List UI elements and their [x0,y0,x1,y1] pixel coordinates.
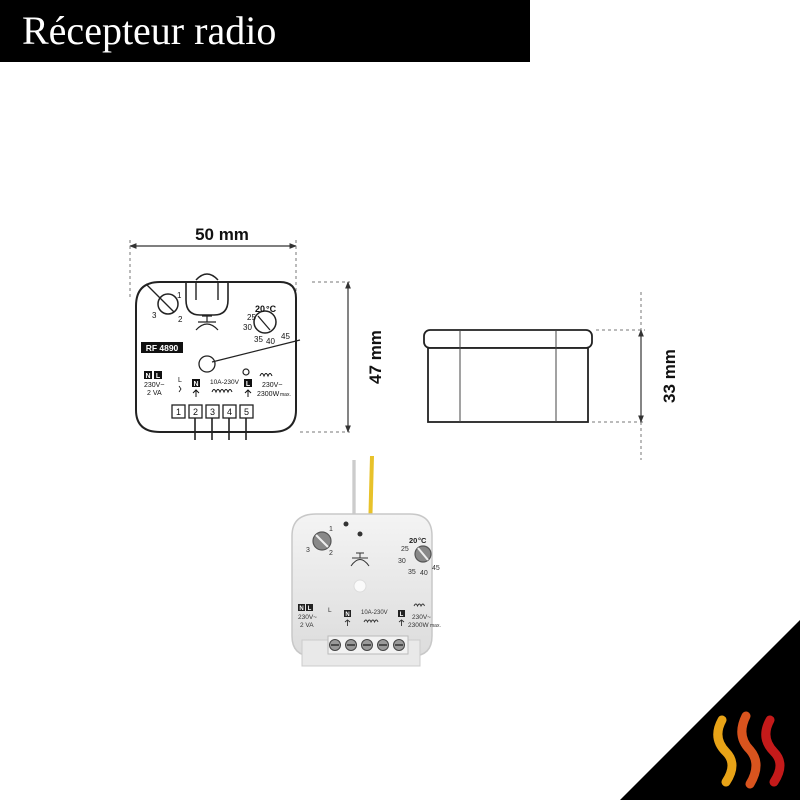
selector-value: 2 [178,315,183,324]
supply-l-label: L [308,606,312,612]
svg-text:L: L [328,607,332,614]
terminal-number: 1 [176,407,181,417]
neutral-label: N [193,381,198,388]
temp-value: 40 [266,337,275,346]
supply-l-label: L [156,373,161,380]
height-label: 47 mm [366,330,385,384]
selector-value: 3 [152,311,157,320]
top-view-drawing: 50 mm 1 2 3 20 °C 25 30 35 40 45 RF 4890… [129,225,385,440]
channel-selector-icon [157,293,179,315]
model-label-box [141,342,183,353]
temp-value: 20 [409,536,417,545]
terminal-number: 5 [244,407,249,417]
temp-unit: °C [266,304,277,314]
temp-value: 35 [408,569,416,576]
selector-value: 2 [329,550,333,557]
temp-value: 25 [247,313,256,322]
relay-rating: 10A-230V [361,610,388,616]
load-label: L [400,612,404,618]
pushbutton-icon [195,315,219,331]
load-max: max. [430,623,441,629]
temp-unit: °C [418,536,427,545]
led-indicator [198,355,216,373]
relay-rating: 10A-230V [210,379,240,386]
terminal-block: 1 2 3 4 5 [171,404,254,419]
temp-value: 35 [254,335,263,344]
temp-value: 25 [401,546,409,553]
depth-label: 33 mm [660,349,679,403]
supply-voltage: 230V~ [298,614,317,621]
temp-value: 45 [432,565,440,572]
corner-logo [620,620,800,800]
corner-triangle [620,620,800,800]
temp-value: 20 [255,304,265,314]
temp-value: 30 [398,558,406,565]
flame-icon [713,711,785,789]
terminal-number: 3 [210,407,215,417]
selector-value: 1 [329,526,333,533]
title-banner: Récepteur radio [0,0,530,62]
supply-power: 2 VA [147,390,162,397]
load-label: L [246,381,251,388]
selector-value: 1 [177,291,182,300]
neutral-label: N [345,612,349,618]
terminal-number: 4 [227,407,232,417]
screw-terminals [327,635,409,655]
temperature-dial-icon [253,310,277,334]
load-power: 2300W [257,391,280,398]
load-voltage: 230V~ [412,614,431,621]
width-label: 50 mm [195,225,249,244]
model-label: RF 4890 [146,343,179,353]
temp-value: 45 [281,332,290,341]
temp-value: 40 [420,570,428,577]
supply-power: 2 VA [300,622,314,629]
load-voltage: 230V~ [262,382,282,389]
selector-value: 3 [306,547,310,554]
terminal-number: 2 [193,407,198,417]
supply-n-label: N [145,373,150,380]
supply-n-label: N [299,606,303,612]
supply-voltage: 230V~ [144,382,164,389]
device-photo: 1 2 3 20 °C 25 30 35 40 45 N L 230V~ 2 V… [291,455,441,667]
page-title: Récepteur radio [22,8,277,53]
svg-text:L: L [178,377,182,384]
load-power: 2300W [408,622,429,629]
load-max: max. [280,392,291,398]
temp-value: 30 [243,323,252,332]
side-view-drawing: 33 mm [423,292,679,460]
